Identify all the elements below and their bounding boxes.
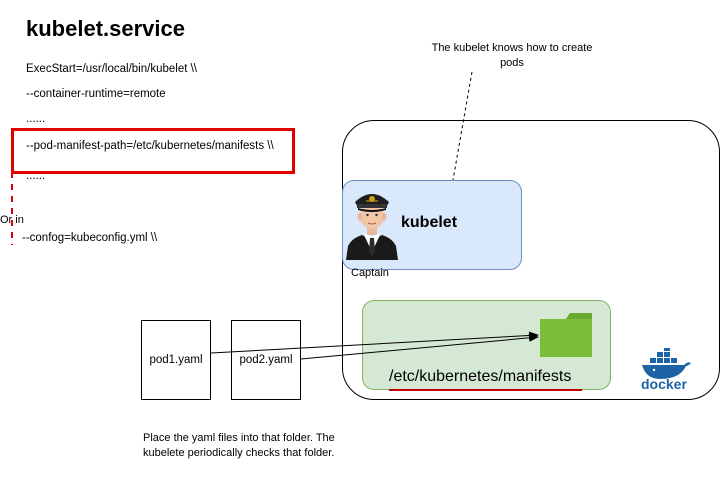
manifests-path-label: /etc/kubernetes/manifests [389,368,572,385]
pod2-arrow [300,333,539,360]
folder-icon [540,311,592,362]
container-runtime-line: --container-runtime=remote [26,88,166,100]
manifests-path-underline [389,389,582,391]
pod1-arrow [210,331,539,354]
pod2-yaml-label: pod2.yaml [239,354,293,366]
pod1-yaml-file: pod1.yaml [141,320,211,400]
kubelet-note-line-1: The kubelet knows how to create [431,42,593,54]
kubelet-label: kubelet [401,214,458,231]
kubelet-note: The kubelet knows how to create pods [412,41,612,71]
captain-label: Captain [351,267,389,279]
ellipsis-line-2: ...... [26,170,46,182]
docker-whale-icon [640,346,692,385]
note-dashed-connector [452,71,473,181]
folder-note: Place the yaml files into that folder. T… [143,431,335,461]
docker-label: docker [641,376,687,392]
pod1-yaml-label: pod1.yaml [149,354,203,366]
exec-start-line: ExecStart=/usr/local/bin/kubelet \\ [26,63,197,75]
pod2-yaml-file: pod2.yaml [231,320,301,400]
ellipsis-line-1: ...... [26,113,46,125]
folder-note-line-1: Place the yaml files into that folder. T… [143,432,335,444]
captain-icon [342,180,402,265]
kubeconfig-line: --confog=kubeconfig.yml \\ [22,232,158,244]
page-title: kubelet.service [26,16,185,41]
pod-manifest-path-line: --pod-manifest-path=/etc/kubernetes/mani… [26,140,274,152]
manifest-path-highlight [11,128,295,174]
kubelet-note-line-2: pods [500,57,524,69]
folder-note-line-2: kubelete periodically checks that folder… [143,447,335,459]
